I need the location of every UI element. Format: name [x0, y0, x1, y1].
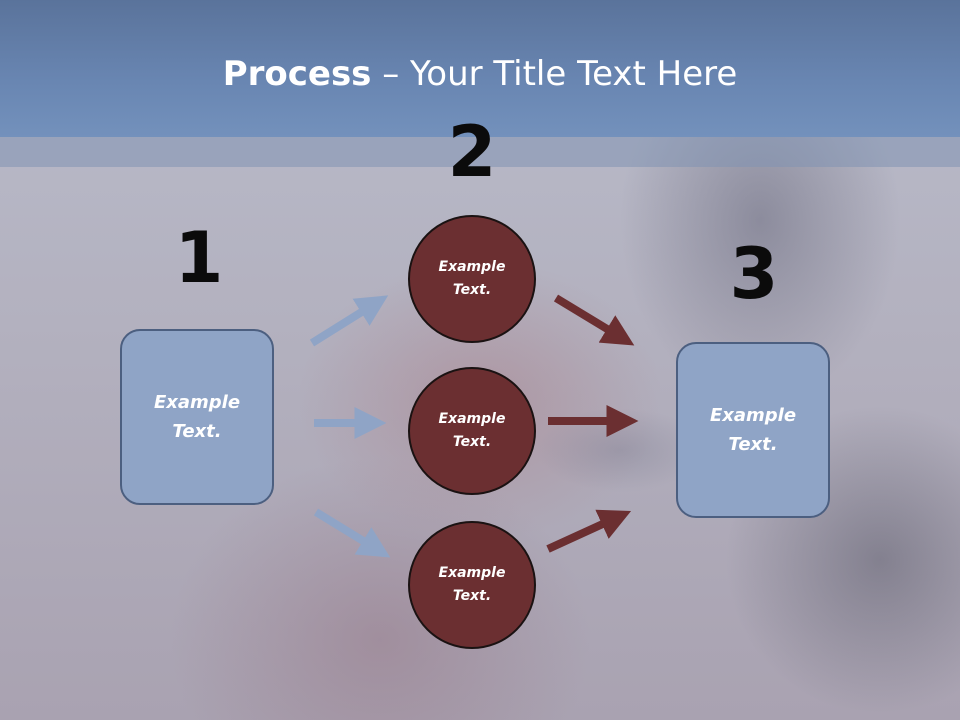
circle-middle: Example Text. [408, 367, 536, 495]
step-number-2: 2 [447, 111, 497, 193]
step-1-box: Example Text. [120, 329, 274, 505]
arrow-down-right-icon [313, 508, 391, 558]
step-number-3: 3 [729, 233, 779, 315]
arrow-up-right-red-icon [546, 509, 632, 553]
circle-middle-text: Example Text. [438, 411, 506, 450]
header-strip [0, 137, 960, 167]
slide-title: Process – Your Title Text Here [0, 52, 960, 96]
step-1-text: Example Text. [153, 392, 241, 442]
step-3-text: Example Text. [709, 405, 797, 455]
circle-bottom: Example Text. [408, 521, 536, 649]
arrow-down-right-red-icon [553, 294, 635, 346]
title-bold: Process [222, 54, 372, 94]
step-number-1: 1 [174, 217, 224, 299]
circle-top-text: Example Text. [438, 259, 506, 298]
circle-bottom-text: Example Text. [438, 565, 506, 604]
step-3-box: Example Text. [676, 342, 830, 518]
arrow-up-right-icon [309, 295, 389, 347]
circle-top: Example Text. [408, 215, 536, 343]
title-rest: – Your Title Text Here [371, 54, 738, 94]
header-band [0, 0, 960, 137]
